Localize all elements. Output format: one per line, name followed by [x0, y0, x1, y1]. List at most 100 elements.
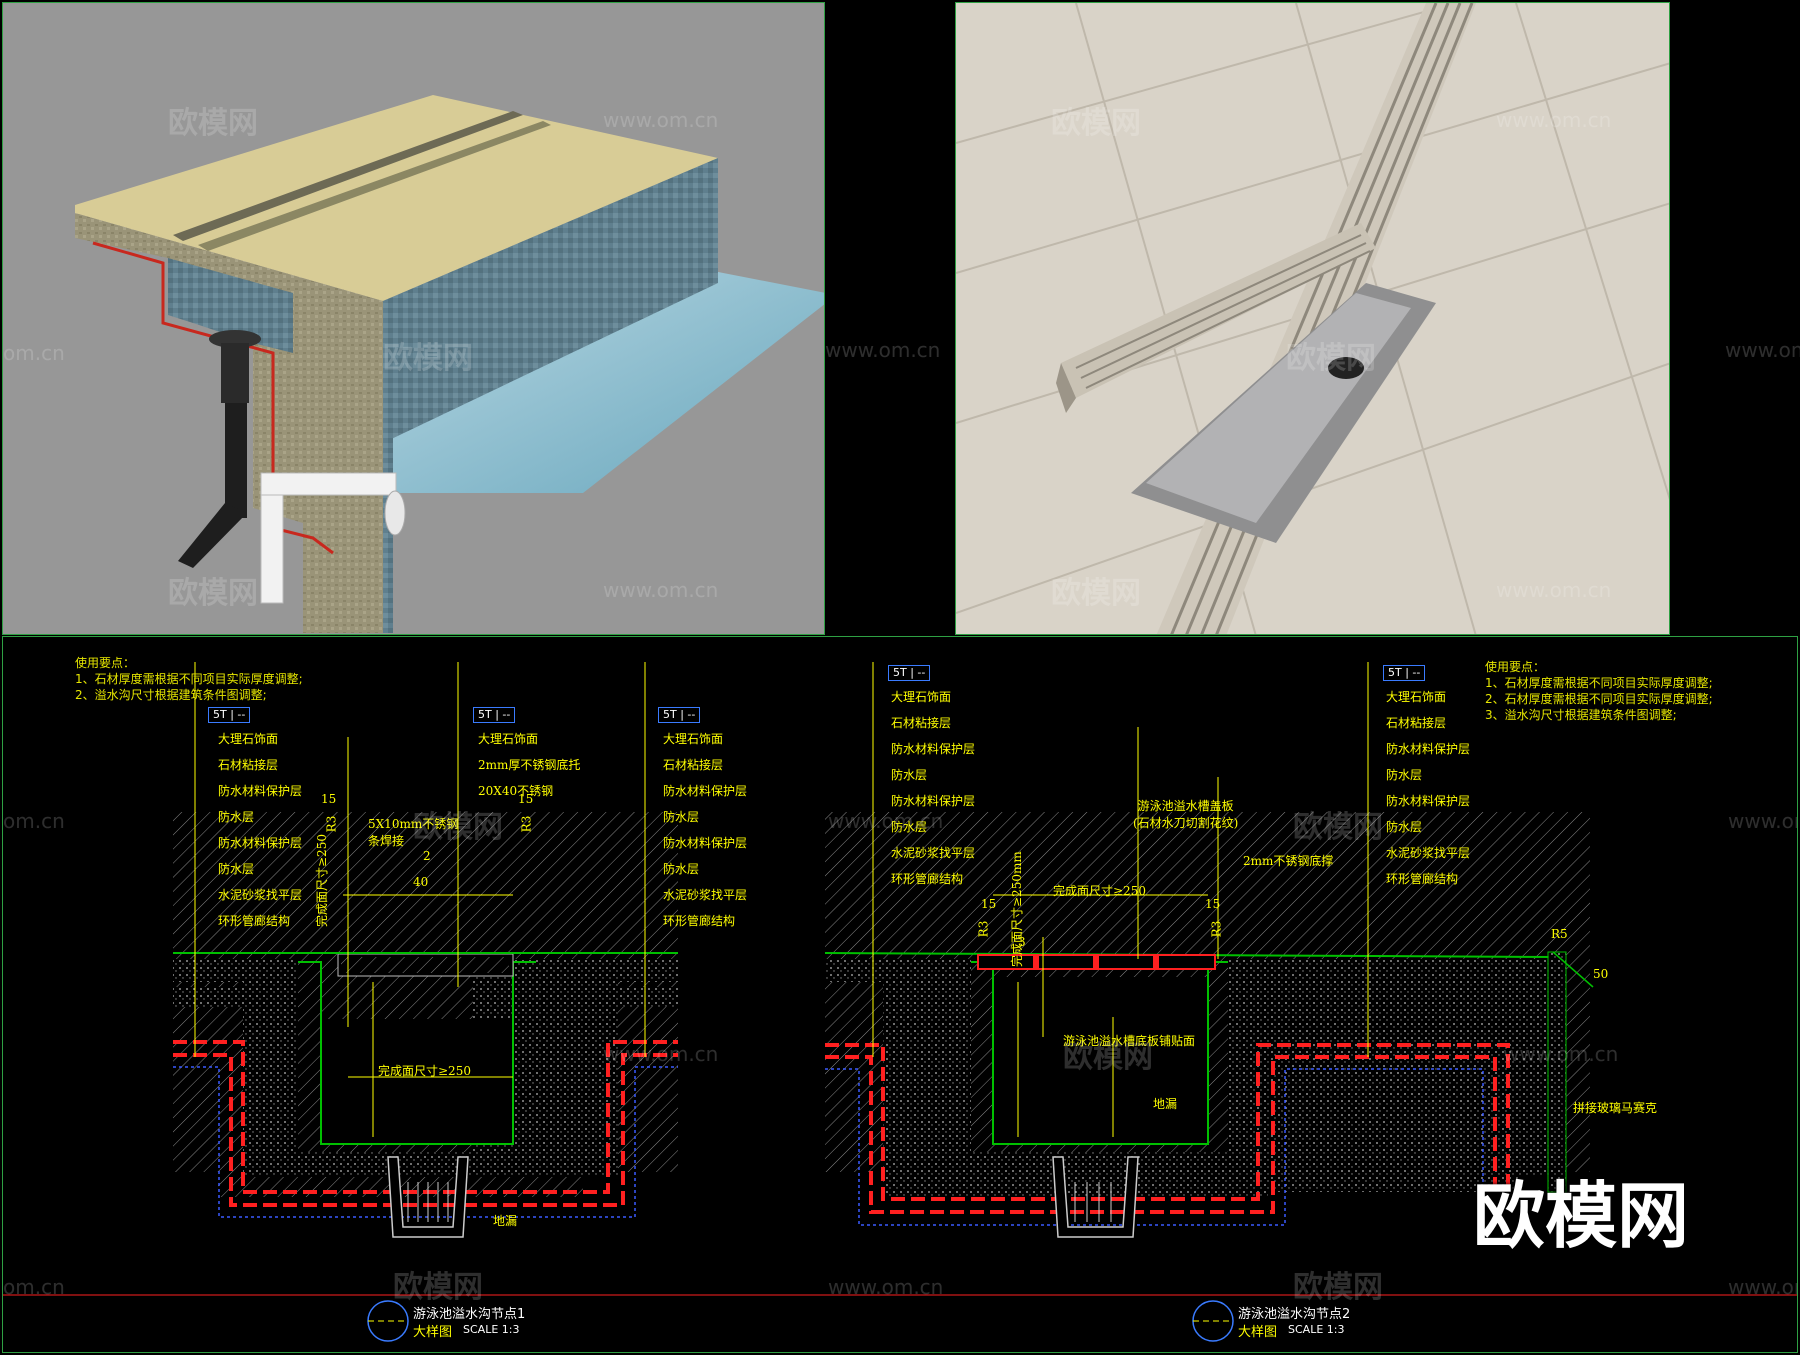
node1-scale: SCALE 1:3 — [463, 1323, 520, 1336]
layer-label: 防水材料保护层 — [891, 742, 976, 756]
layer-label: 水泥砂浆找平层 — [1386, 846, 1471, 860]
dim-height: 完成面尺寸≥250mm — [1010, 851, 1024, 967]
layer-label: 大理石饰面 — [663, 732, 724, 746]
notes-title: 使用要点： — [75, 656, 136, 670]
brand-watermark-large: 欧模网 — [1473, 1174, 1690, 1258]
cad-section-drawing — [3, 662, 1797, 1342]
node1-layers-center: 大理石饰面 2mm厚不锈钢底托 20X40不锈钢 — [478, 729, 580, 807]
node1-layers-left: 大理石饰面 石材粘接层 防水材料保护层 防水层 防水材料保护层 防水层 水泥砂浆… — [218, 729, 302, 937]
material-tag: 5T | -- — [473, 707, 516, 723]
dim-label: 15 — [1205, 897, 1221, 911]
notes-title: 使用要点： — [1485, 660, 1546, 674]
water-surface — [383, 271, 824, 493]
dim-width: 完成面尺寸≥250 — [378, 1064, 471, 1078]
layer-label: 防水层 — [218, 862, 255, 876]
layer-label: 防水材料保护层 — [1386, 742, 1471, 756]
dim-label: R3 — [519, 815, 534, 833]
layer-label: 环形管廊结构 — [891, 872, 964, 886]
node1-layers-right: 大理石饰面 石材粘接层 防水材料保护层 防水层 防水材料保护层 防水层 水泥砂浆… — [663, 729, 747, 937]
node2-layers-left: 大理石饰面 石材粘接层 防水材料保护层 防水层 防水材料保护层 防水层 水泥砂浆… — [891, 687, 975, 895]
cover-label: 游泳池溢水槽盖板 (石材水刀切割花纹) — [1133, 799, 1239, 830]
node1-subtitle: 大样图 — [413, 1325, 453, 1340]
dim-height: 完成面尺寸≥250 — [315, 834, 329, 927]
node2-title: 游泳池溢水沟节点2 — [1238, 1307, 1351, 1322]
layer-label: 水泥砂浆找平层 — [891, 846, 976, 860]
drain-hole-icon — [1328, 357, 1364, 379]
node2-scale: SCALE 1:3 — [1288, 1323, 1345, 1336]
layer-label: 防水层 — [1386, 820, 1423, 834]
dim-label: R5 — [1551, 927, 1568, 941]
layer-label: 大理石饰面 — [218, 732, 279, 746]
node1-title: 游泳池溢水沟节点1 — [413, 1307, 526, 1322]
layer-label: 防水材料保护层 — [1386, 794, 1471, 808]
layer-label: 防水材料保护层 — [663, 836, 748, 850]
material-tag: 5T | -- — [1383, 665, 1426, 681]
dim-label: 40 — [413, 875, 429, 889]
layer-label: 防水层 — [891, 820, 928, 834]
layer-label: 大理石饰面 — [1386, 690, 1447, 704]
photo-panel: 欧模网 www.om.cn 欧模网 欧模网 www.om.cn — [955, 2, 1670, 635]
model-3d-drawing — [75, 95, 824, 633]
note-item: 1、石材厚度需根据不同项目实际厚度调整; — [75, 672, 303, 686]
layer-label: 20X40不锈钢 — [478, 784, 554, 798]
floor-drain-label: 地漏 — [1153, 1097, 1178, 1111]
node1-section — [173, 662, 678, 1238]
dim-label: 3 — [1018, 935, 1026, 949]
layer-label: 水泥砂浆找平层 — [218, 888, 303, 902]
weld-label: 5X10mm不锈钢 条焊接 — [368, 817, 459, 848]
layer-label: 水泥砂浆找平层 — [663, 888, 748, 902]
dim-label: 2 — [423, 849, 431, 863]
cad-details-panel: 使用要点： 1、石材厚度需根据不同项目实际厚度调整; 2、溢水沟尺寸根据建筑条件… — [2, 636, 1798, 1353]
layer-label: 石材粘接层 — [891, 716, 952, 730]
layer-label: 防水层 — [663, 862, 700, 876]
floor-drain-label: 地漏 — [493, 1214, 518, 1228]
layer-label: 防水材料保护层 — [663, 784, 748, 798]
dim-label: 50 — [1593, 967, 1609, 981]
layer-label: 石材粘接层 — [218, 758, 279, 772]
layer-label: 防水材料保护层 — [891, 794, 976, 808]
layer-label: 大理石饰面 — [891, 690, 952, 704]
layer-label: 石材粘接层 — [1386, 716, 1447, 730]
layer-label: 防水层 — [218, 810, 255, 824]
drain-photo — [956, 3, 1669, 634]
layer-label: 2mm厚不锈钢底托 — [478, 758, 581, 772]
layer-label: 环形管廊结构 — [663, 914, 736, 928]
watermark-url: www.om.cn — [825, 338, 941, 362]
node2-layers-right: 大理石饰面 石材粘接层 防水材料保护层 防水层 防水材料保护层 防水层 水泥砂浆… — [1386, 687, 1470, 895]
node2-subtitle: 大样图 — [1238, 1325, 1278, 1340]
layer-label: 石材粘接层 — [663, 758, 724, 772]
dim-label: R3 — [976, 920, 991, 938]
dim-width: 完成面尺寸≥250 — [1053, 884, 1146, 898]
concrete-section — [75, 213, 383, 633]
tile-wall — [383, 158, 718, 443]
note-item: 2、溢水沟尺寸根据建筑条件图调整; — [75, 688, 267, 702]
note-item: 3、溢水沟尺寸根据建筑条件图调整; — [1485, 708, 1677, 722]
layer-label: 大理石饰面 — [478, 732, 539, 746]
steel-support-label: 2mm不锈钢底撑 — [1243, 854, 1334, 868]
stone-top — [75, 95, 718, 301]
dim-label: 15 — [321, 792, 337, 806]
material-tag: 5T | -- — [658, 707, 701, 723]
dim-label: 15 — [518, 792, 534, 806]
layer-label: 环形管廊结构 — [1386, 872, 1459, 886]
layer-label: 防水层 — [891, 768, 928, 782]
layer-label: 防水材料保护层 — [218, 836, 303, 850]
material-tag: 5T | -- — [208, 707, 251, 723]
layer-label: 防水层 — [1386, 768, 1423, 782]
material-tag: 5T | -- — [888, 665, 931, 681]
mosaic-label: 拼接玻璃马赛克 — [1573, 1101, 1658, 1115]
dim-label: R3 — [1209, 920, 1224, 938]
watermark-url: www.om.cn — [1725, 338, 1800, 362]
layer-label: 防水层 — [663, 810, 700, 824]
note-item: 2、石材厚度需根据不同项目实际厚度调整; — [1485, 692, 1713, 706]
node2-notes: 使用要点： 1、石材厚度需根据不同项目实际厚度调整; 2、石材厚度需根据不同项目… — [1485, 659, 1713, 723]
node1-notes: 使用要点： 1、石材厚度需根据不同项目实际厚度调整; 2、溢水沟尺寸根据建筑条件… — [75, 655, 303, 703]
layer-label: 环形管廊结构 — [218, 914, 291, 928]
dim-label: 15 — [981, 897, 997, 911]
model-3d-panel: 欧模网 www.om.cn 欧模网 om.cn 欧模网 www.om.cn — [2, 2, 825, 635]
dim-label: R3 — [324, 815, 339, 833]
layer-label: 防水材料保护层 — [218, 784, 303, 798]
trough-label: 游泳池溢水槽底板铺贴面 — [1063, 1034, 1196, 1048]
note-item: 1、石材厚度需根据不同项目实际厚度调整; — [1485, 676, 1713, 690]
node2-section — [824, 662, 1594, 1238]
